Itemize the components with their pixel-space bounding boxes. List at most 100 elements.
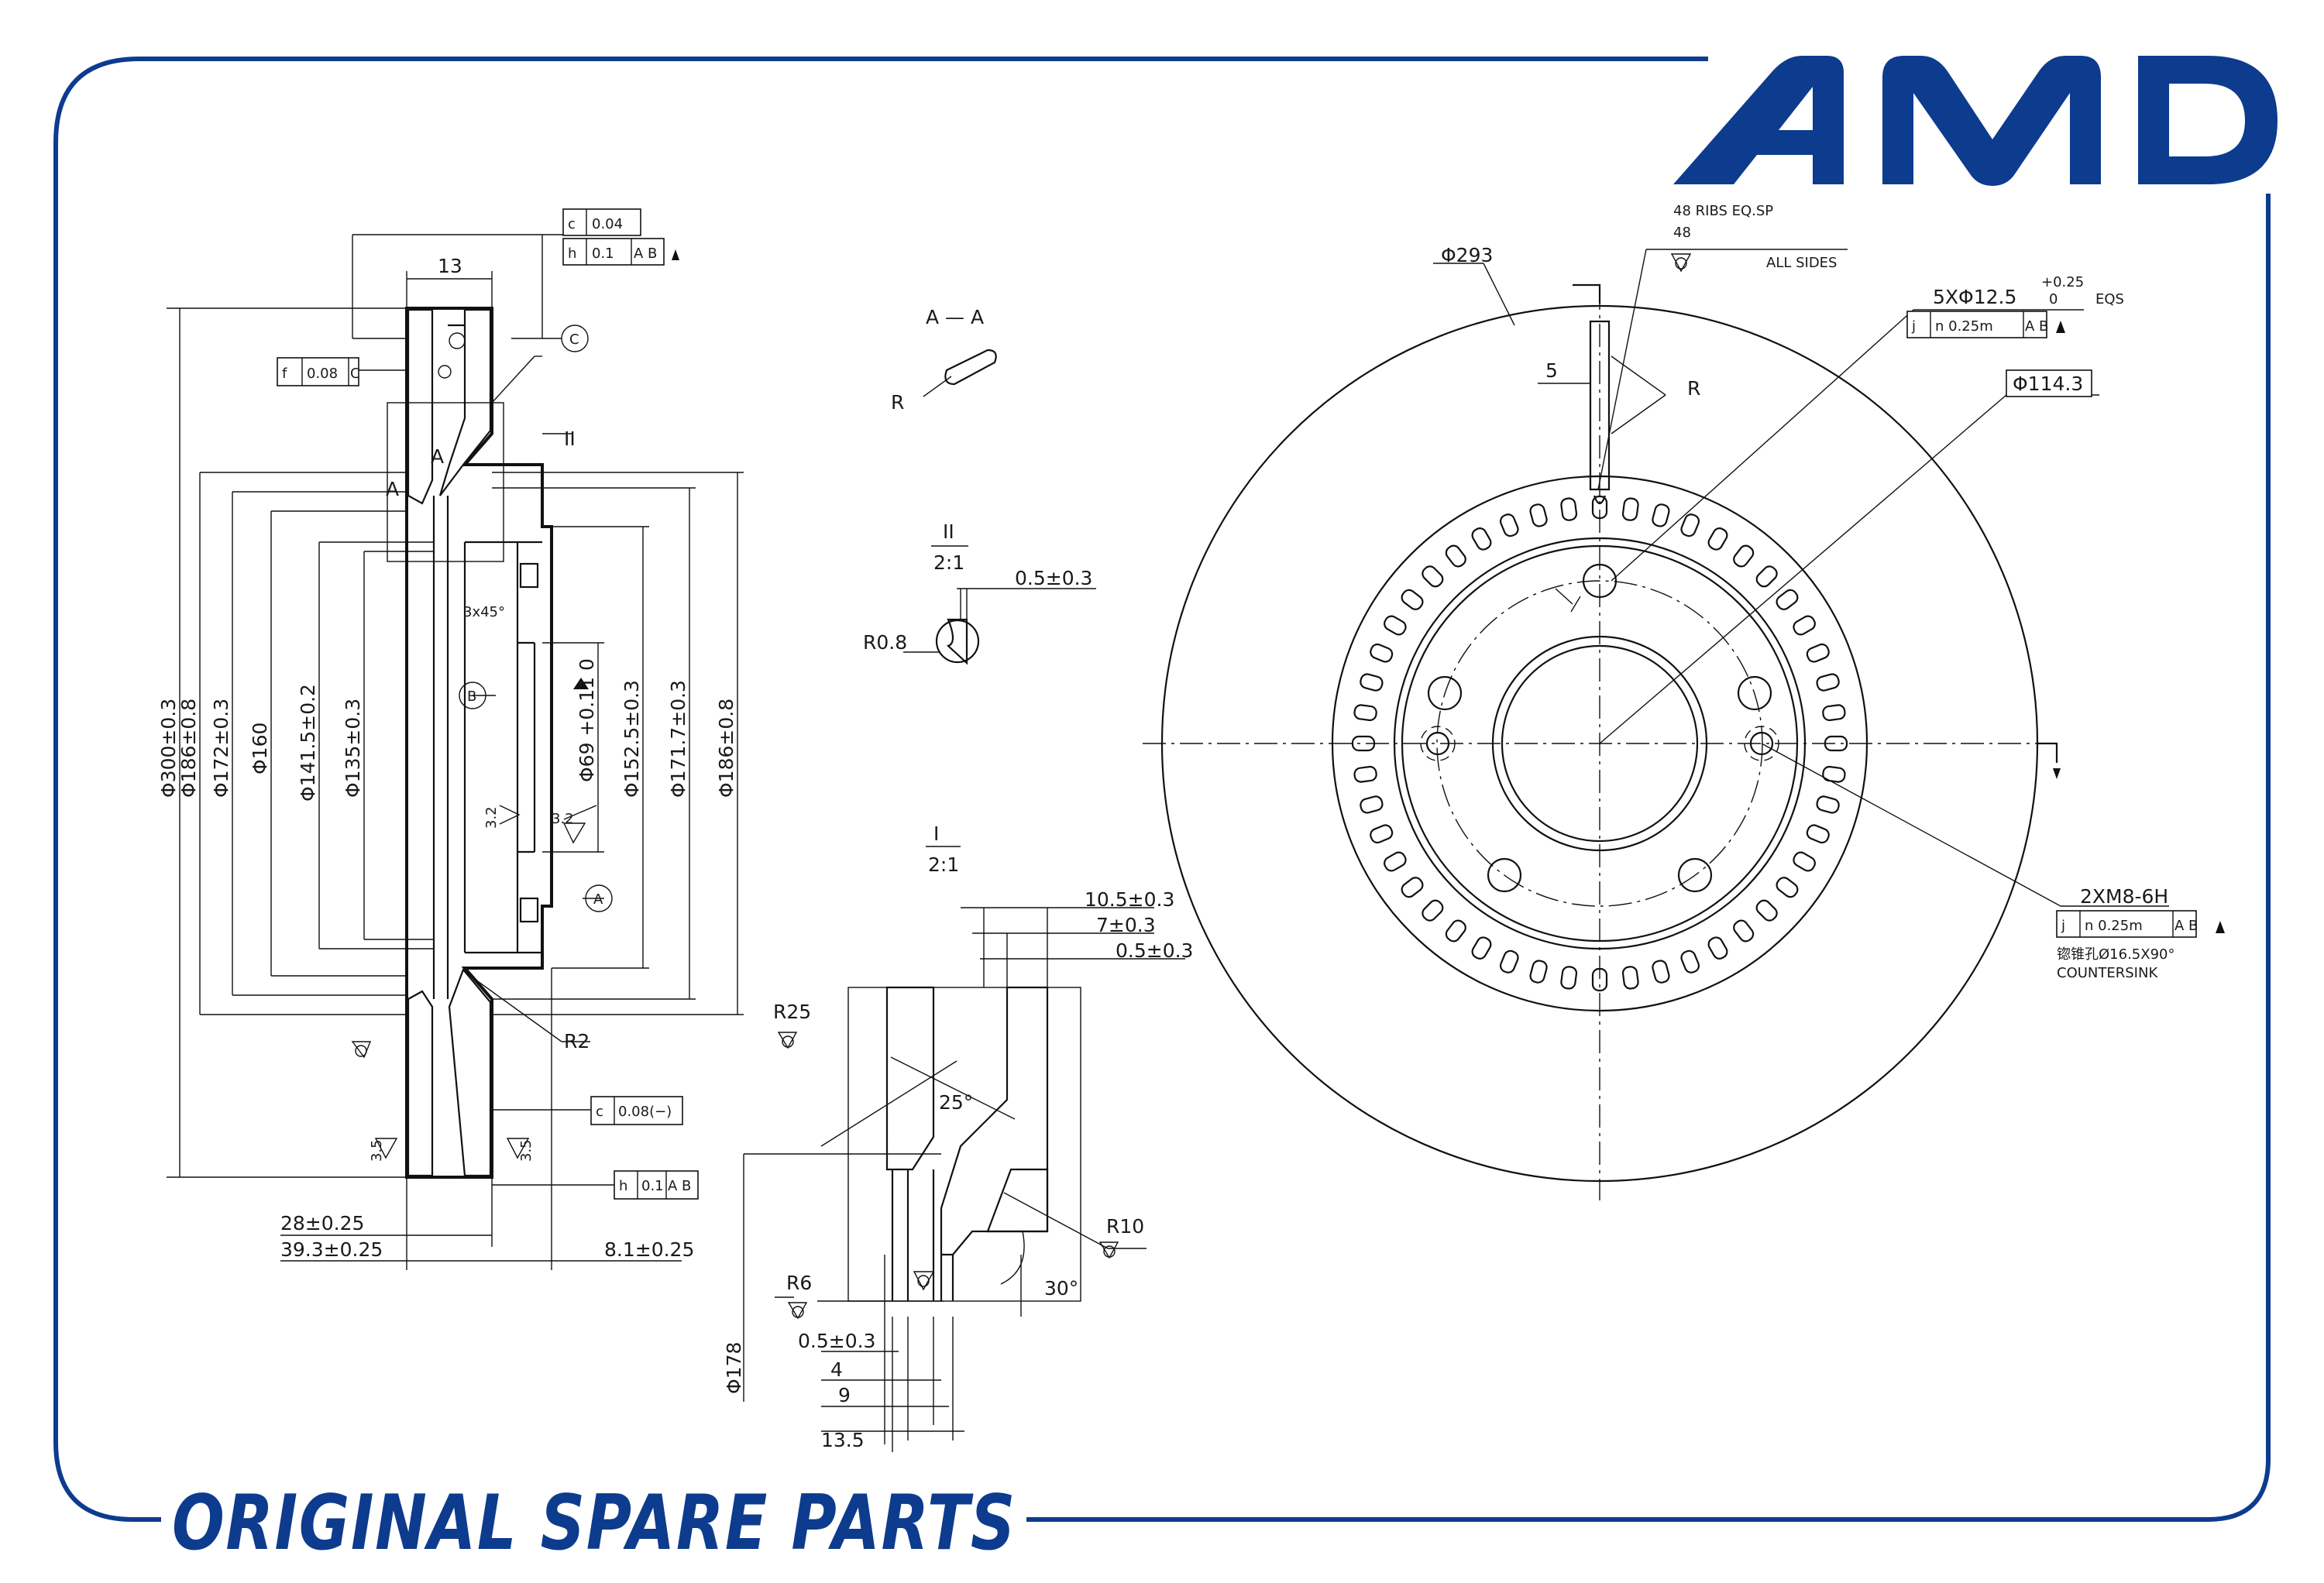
- label-a-right: A: [431, 445, 444, 468]
- svg-text:j: j: [1911, 318, 1916, 335]
- rib-notch: [1529, 503, 1548, 527]
- detail-i-dia-178: Φ178: [723, 1342, 745, 1394]
- svg-text:0.04: 0.04: [592, 216, 623, 232]
- dia-293: Φ293: [1441, 244, 1493, 266]
- rib-notch: [1755, 899, 1778, 922]
- svg-text:j: j: [2061, 918, 2065, 934]
- detail-i-dim-05: 0.5±0.3: [1116, 939, 1193, 962]
- svg-text:h: h: [568, 246, 576, 262]
- dim-13: 13: [438, 255, 462, 277]
- footer-slogan: ORIGINAL SPARE PARTS: [164, 1479, 1024, 1568]
- svg-text:c: c: [596, 1104, 603, 1120]
- detail-i-r10: R10: [1106, 1215, 1144, 1238]
- countersink-note: COUNTERSINK: [2057, 965, 2158, 981]
- ribs-note: 48 RIBS EQ.SP: [1673, 203, 1773, 219]
- rib-notch: [1707, 527, 1728, 551]
- gdt-thread: j n 0.25m A B: [2056, 910, 2225, 938]
- detail-ii-radius: R0.8: [863, 631, 907, 654]
- svg-text:0.1: 0.1: [641, 1178, 664, 1194]
- detail-aa: A — A R: [891, 306, 997, 414]
- gdt-c-top: c 0.04: [562, 208, 641, 236]
- holes-eqs: EQS: [2095, 291, 2124, 307]
- rib-notch: [1707, 936, 1728, 960]
- datum-b: B: [459, 678, 589, 709]
- rib-notch: [1652, 503, 1670, 527]
- svg-text:0.1: 0.1: [592, 246, 614, 262]
- bolt-hole: [1487, 857, 1522, 893]
- countersink-cn: 锪锥孔Ø16.5X90°: [2057, 946, 2174, 963]
- svg-text:c: c: [568, 216, 576, 232]
- rib-notch: [1445, 544, 1466, 568]
- rib-notch: [1621, 497, 1639, 521]
- detail-i-dim-7: 7±0.3: [1096, 914, 1156, 936]
- svg-text:A B: A B: [2174, 918, 2198, 934]
- dim-28: 28±0.25: [280, 1212, 364, 1234]
- detail-ii-scale: 2:1: [933, 551, 964, 574]
- rough-35-right: 3.5: [518, 1139, 535, 1162]
- dim-phi300: Φ300±0.3: [157, 699, 180, 798]
- svg-text:h: h: [619, 1178, 627, 1194]
- rib-notch: [1816, 795, 1840, 814]
- rib-notch: [1384, 851, 1407, 872]
- amd-logo: AMD: [1673, 56, 2278, 186]
- rough-35-left: 3.5: [369, 1139, 385, 1162]
- bolt-hole: [1737, 675, 1772, 711]
- gdt-c-bottom: c 0.08(−): [590, 1096, 683, 1125]
- dim-phi1415: Φ141.5±0.2: [297, 684, 319, 802]
- detail-i-r6: R6: [786, 1272, 812, 1294]
- rib-notch: [1360, 795, 1384, 814]
- rib-notch: [1384, 615, 1407, 636]
- detail-i-angle-25: 25°: [939, 1091, 973, 1114]
- rib-notch: [1529, 960, 1548, 984]
- detail-ii-title: II: [943, 520, 954, 543]
- dim-39: 39.3±0.25: [280, 1238, 383, 1261]
- rib-notch: [1370, 824, 1394, 844]
- rib-notch: [1822, 704, 1846, 722]
- rib-notch: [1360, 673, 1384, 692]
- gdt-holes: j n 0.25m A B: [1906, 311, 2065, 338]
- holes-note: 5XΦ12.5: [1933, 286, 2016, 308]
- rough-32-left: 3.2: [483, 806, 500, 829]
- detail-i-dim-b05: 0.5±0.3: [798, 1330, 875, 1352]
- svg-text:A B: A B: [668, 1178, 691, 1194]
- gdt-h-top: h 0.1 A B: [562, 238, 679, 266]
- rib-notch: [1733, 919, 1755, 943]
- svg-text:A: A: [593, 891, 603, 908]
- dim-phi135: Φ135±0.3: [342, 699, 364, 798]
- detail-i-dim-4: 4: [830, 1358, 843, 1381]
- svg-text:B: B: [467, 688, 476, 705]
- rough-32-right: 3.2: [552, 811, 574, 827]
- detail-i-dim-135: 13.5: [821, 1429, 865, 1451]
- svg-text:Φ114.3: Φ114.3: [2013, 373, 2083, 395]
- gdt-dia-1143: Φ114.3: [2006, 369, 2092, 397]
- rib-notch: [1652, 960, 1670, 984]
- rib-notch: [1422, 899, 1444, 922]
- rib-notch: [1353, 704, 1377, 722]
- rib-notch: [1560, 497, 1578, 521]
- radius-r: R: [1687, 377, 1700, 400]
- detail-aa-title: A — A: [926, 306, 984, 328]
- svg-text:C: C: [569, 331, 579, 348]
- svg-text:0.08(−): 0.08(−): [618, 1104, 672, 1120]
- datum-c: C: [561, 324, 589, 352]
- front-view: 48 RIBS EQ.SP 48 ALL SIDES Φ293 5 R 5XΦ1…: [1143, 203, 2225, 1200]
- rib-notch: [1776, 877, 1799, 898]
- detail-i-angle-30: 30°: [1044, 1277, 1078, 1300]
- detail-ii-dim: 0.5±0.3: [1015, 567, 1092, 589]
- rib-notch: [1353, 765, 1377, 783]
- detail-i-title: I: [933, 822, 939, 845]
- label-a-left: A: [386, 478, 399, 500]
- rib-notch: [1422, 565, 1444, 588]
- detail-i-scale: 2:1: [928, 853, 959, 876]
- detail-i-r25: R25: [773, 1001, 811, 1023]
- rib-notch: [1621, 966, 1639, 990]
- svg-text:A B: A B: [634, 246, 657, 262]
- rib-notch: [1471, 527, 1492, 551]
- svg-text:n 0.25m: n 0.25m: [1935, 318, 1993, 335]
- rib-notch: [1680, 513, 1700, 537]
- rib-notch: [1445, 919, 1466, 943]
- detail-i-dim-105: 10.5±0.3: [1085, 888, 1174, 911]
- rib-notch: [1560, 966, 1578, 990]
- rib-notch: [1733, 544, 1755, 568]
